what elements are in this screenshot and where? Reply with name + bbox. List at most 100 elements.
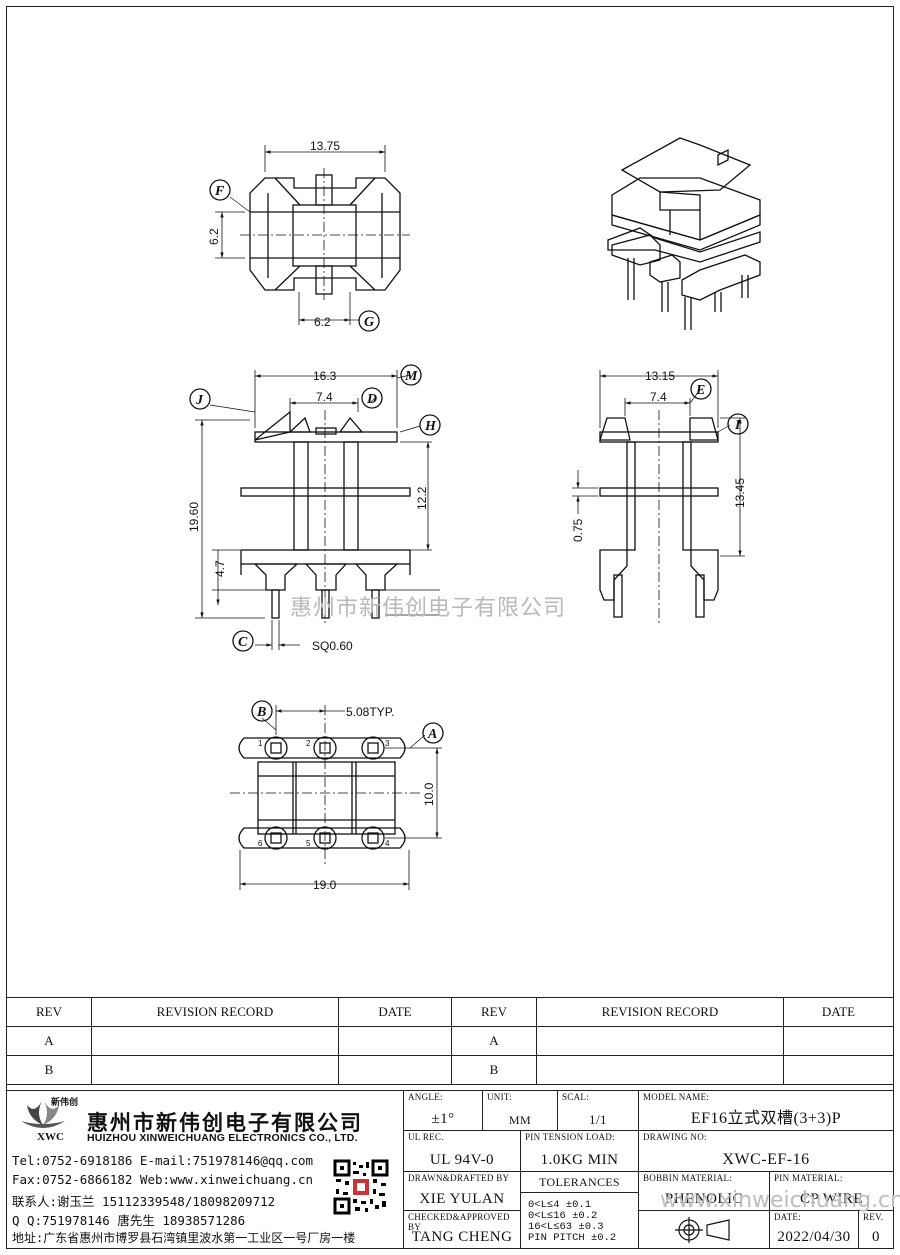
callout-circle-j <box>189 388 211 410</box>
date-cell <box>338 1026 452 1056</box>
contact-fax: Fax:0752-6866182 Web:www.xinweichuang.cn <box>12 1172 314 1187</box>
model-name-cell: MODEL NAME: EF16立式双槽(3+3)P <box>638 1090 894 1131</box>
pin-number: 3 <box>385 739 390 748</box>
watermark-url: www.xinweichuang.cn <box>660 1188 900 1213</box>
dim-front-width: 16.3 <box>313 369 337 383</box>
tolerances-cell: TOLERANCES 0<L≤4 ±0.1 0<L≤16 ±0.2 16<L≤6… <box>520 1171 639 1249</box>
top-view <box>215 145 410 325</box>
tolerance-row: 16<L≤63 ±0.3 <box>528 1221 604 1233</box>
dim-top-bottom: 6.2 <box>314 315 331 329</box>
callout-circle-g <box>358 310 380 332</box>
record-cell <box>91 1055 339 1085</box>
revision-table: REV REVISION RECORD DATE REV REVISION RE… <box>6 997 894 1085</box>
pin-material-caption: PIN MATERIAL: <box>774 1173 843 1183</box>
technical-drawing: 13.75 6.2 6.2 16.3 7.4 19.60 12.2 4.7 SQ… <box>187 137 761 892</box>
dim-pin-size: SQ0.60 <box>312 639 353 653</box>
callout-j: J <box>195 393 204 408</box>
record-cell <box>536 1026 784 1056</box>
contact-person: 联系人:谢玉兰 15112339548/18098209712 <box>12 1194 276 1209</box>
record-cell <box>536 1055 784 1085</box>
company-name-cn: 惠州市新伟创电子有限公司 <box>87 1111 363 1135</box>
pin-number: 2 <box>306 739 311 748</box>
dim-side-width: 13.15 <box>645 369 675 383</box>
callout-m: M <box>404 369 418 384</box>
rev-cell: B <box>451 1055 537 1085</box>
dim-side-inner: 7.4 <box>650 390 667 404</box>
date-cell <box>338 1055 452 1085</box>
pin-number: 6 <box>258 839 263 848</box>
record-cell <box>91 1026 339 1056</box>
contact-tel: Tel:0752-6918186 E-mail:751978146@qq.com <box>12 1153 314 1168</box>
date-cell <box>783 1055 894 1085</box>
rev-caption: REV. <box>863 1212 884 1222</box>
callout-d: D <box>366 392 377 407</box>
callout-e: E <box>695 383 705 398</box>
tolerance-row: 0<L≤4 ±0.1 <box>528 1199 592 1211</box>
callout-g: G <box>364 315 374 330</box>
rev-cell: REV. 0 <box>858 1210 894 1249</box>
company-name-en: HUIZHOU XINWEICHUANG ELECTRONICS CO., LT… <box>87 1132 358 1144</box>
pin-tension-cell: PIN TENSION LOAD: 1.0KG MIN <box>520 1130 639 1172</box>
dim-bottom-width: 19.0 <box>313 878 337 892</box>
isometric-view <box>607 137 761 330</box>
watermark: 惠州市新伟创电子有限公司 <box>290 596 567 621</box>
checked-value: TANG CHENG <box>411 1229 513 1245</box>
logo-cn: 新伟创 <box>51 1098 79 1108</box>
callout-circle-c <box>232 630 254 652</box>
callout-f: F <box>214 184 225 199</box>
dim-top-height: 6.2 <box>207 228 221 245</box>
dim-pitch: 5.08TYP. <box>346 705 394 719</box>
tolerances-caption: TOLERANCES <box>539 1175 620 1189</box>
revision-record-header: REVISION RECORD <box>536 997 784 1027</box>
callout-circle-d <box>361 387 383 409</box>
dim-bottom-height: 10.0 <box>422 782 436 806</box>
pin-number: 1 <box>258 739 263 748</box>
bottom-view <box>230 705 442 890</box>
rev-value: 0 <box>872 1229 880 1245</box>
contact-qq: Q Q:751978146 唐先生 18938571286 <box>12 1213 246 1228</box>
callout-circle-i <box>727 413 749 435</box>
ul-cell: UL REC. UL 94V-0 <box>403 1130 521 1172</box>
front-view <box>195 370 440 650</box>
drawing-no-caption: DRAWING NO: <box>643 1132 707 1142</box>
dim-front-pin: 4.7 <box>213 560 227 577</box>
tolerance-row: PIN PITCH ±0.2 <box>528 1232 617 1244</box>
callout-circle-e <box>690 378 712 400</box>
date-header: DATE <box>338 997 452 1027</box>
dim-side-height: 13.45 <box>733 478 747 508</box>
company-panel: 新伟创 XWC 惠州市新伟创电子有限公司 HUIZHOU XINWEICHUAN… <box>6 1090 404 1249</box>
revision-record-header: REVISION RECORD <box>91 997 339 1027</box>
company-logo <box>21 1099 65 1128</box>
angle-caption: ANGLE: <box>408 1092 443 1102</box>
angle-value: ±1° <box>431 1111 455 1127</box>
checked-caption: CHECKED&APPROVED BY <box>408 1212 510 1232</box>
drawing-no-cell: DRAWING NO: XWC-EF-16 <box>638 1130 894 1172</box>
drawn-caption: DRAWN&DRAFTED BY <box>408 1173 510 1183</box>
dim-front-inner: 7.4 <box>316 390 333 404</box>
pin-material-value: CP WIRE <box>799 1191 864 1207</box>
callout-a: A <box>427 727 437 742</box>
pin-tension-caption: PIN TENSION LOAD: <box>525 1132 615 1142</box>
callout-circle-a <box>422 722 444 744</box>
title-block: 新伟创 XWC 惠州市新伟创电子有限公司 HUIZHOU XINWEICHUAN… <box>6 1090 894 1249</box>
table-row: B B <box>6 1055 894 1085</box>
unit-cell: UNIT: MM <box>482 1090 558 1131</box>
date-caption: DATE: <box>774 1212 801 1222</box>
side-view <box>572 370 745 625</box>
date-cell: DATE: 2022/04/30 <box>769 1210 859 1249</box>
unit-value: MM <box>508 1113 532 1127</box>
callout-circle-f <box>209 179 231 201</box>
revision-header-row: REV REVISION RECORD DATE REV REVISION RE… <box>6 997 894 1027</box>
rev-header: REV <box>6 997 92 1027</box>
callout-i: I <box>734 418 741 433</box>
angle-cell: ANGLE: ±1° <box>403 1090 483 1131</box>
tolerance-row: 0<L≤16 ±0.2 <box>528 1210 598 1222</box>
logo-text: XWC <box>37 1131 64 1143</box>
callout-circle-m <box>400 364 422 386</box>
dim-front-height: 19.60 <box>187 502 201 532</box>
dim-top-width: 13.75 <box>310 139 340 153</box>
checked-by-cell: CHECKED&APPROVED BY TANG CHENG <box>403 1210 521 1249</box>
model-caption: MODEL NAME: <box>643 1092 710 1102</box>
qr-code <box>333 1159 389 1215</box>
bobbin-caption: BOBBIN MATERIAL: <box>643 1173 733 1183</box>
